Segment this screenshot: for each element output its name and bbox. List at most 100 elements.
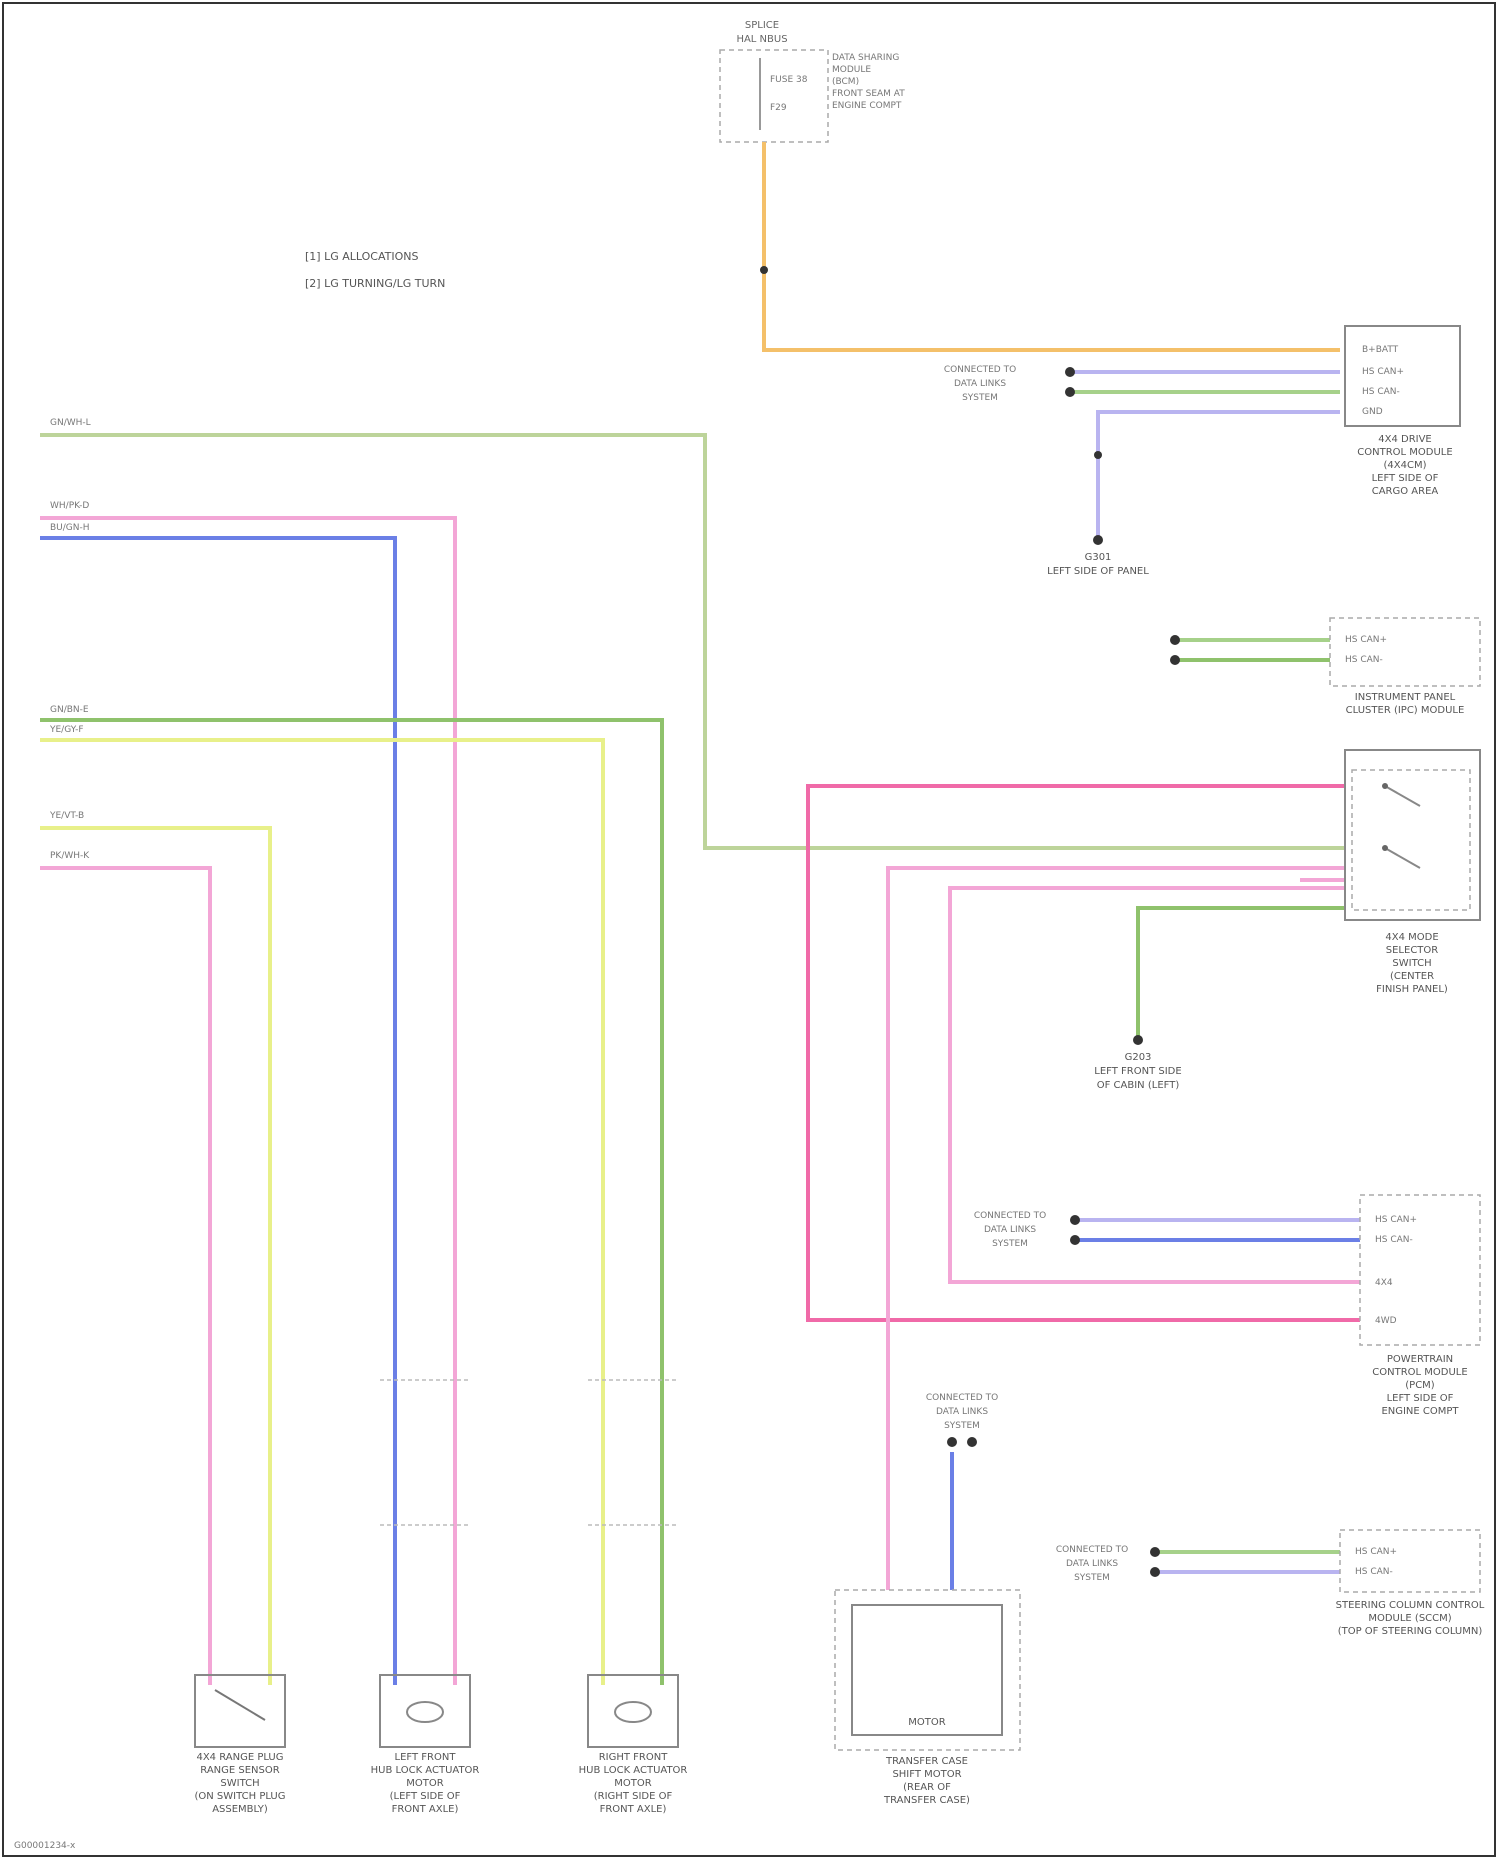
hub-left-cap-3: MOTOR [406, 1778, 443, 1789]
node-tc-can-a [947, 1437, 957, 1447]
can-label-top-1: CONNECTED TO [944, 365, 1016, 375]
ground-1-cap-1: G301 [1085, 552, 1112, 563]
can-label-pcm-1: CONNECTED TO [974, 1211, 1046, 1221]
switch-cap-2: SELECTOR [1386, 945, 1439, 956]
range-cap-2: RANGE SENSOR [200, 1765, 279, 1776]
label-yellow: YE/GY-F [49, 725, 84, 735]
range-cap-1: 4X4 RANGE PLUG [196, 1752, 283, 1763]
can-label-pcm-3: SYSTEM [992, 1239, 1028, 1249]
fuse-block-subtitle: HAL NBUS [736, 34, 787, 45]
hub-left-box [380, 1675, 470, 1747]
ground-2-node [1133, 1035, 1143, 1045]
top-module-cap-2: CONTROL MODULE [1357, 447, 1452, 458]
ipc-cap-1: INSTRUMENT PANEL [1355, 692, 1456, 703]
switch-pivot-2 [1382, 845, 1388, 851]
wire-pink-range [40, 868, 210, 1685]
transfer-case-box [852, 1605, 1002, 1735]
hub-left-cap-1: LEFT FRONT [395, 1752, 457, 1763]
transfer-case-motor: MOTOR TRANSFER CASE SHIFT MOTOR (REAR OF… [835, 1590, 1020, 1806]
switch-cap-1: 4X4 MODE [1385, 932, 1438, 943]
ipc-module-box [1330, 618, 1480, 686]
fuse-caption-4: FRONT SEAM AT [832, 89, 905, 99]
fuse-block: SPLICE HAL NBUS FUSE 38 F29 DATA SHARING… [720, 20, 905, 142]
hub-right-cap-1: RIGHT FRONT [599, 1752, 669, 1763]
range-cap-4: (ON SWITCH PLUG [195, 1791, 286, 1802]
tc-cap-3: (REAR OF [903, 1782, 951, 1793]
can-label-top-3: SYSTEM [962, 393, 998, 403]
sccm-cap-3: (TOP OF STEERING COLUMN) [1338, 1626, 1483, 1637]
can-label-sccm-3: SYSTEM [1074, 1573, 1110, 1583]
node-pcm-can-high [1070, 1215, 1080, 1225]
sccm-module: HS CAN+ HS CAN- STEERING COLUMN CONTROL … [1336, 1530, 1485, 1637]
hub-actuator-right: RIGHT FRONT HUB LOCK ACTUATOR MOTOR (RIG… [579, 1675, 688, 1815]
label-green2: GN/BN-E [50, 705, 89, 715]
legend: [1] LG ALLOCATIONS [2] LG TURNING/LG TUR… [305, 250, 445, 290]
node-ipc-can-high [1170, 635, 1180, 645]
node-sccm-can-high [1150, 1547, 1160, 1557]
switch-pivot-1 [1382, 783, 1388, 789]
range-cap-5: ASSEMBLY) [212, 1804, 268, 1815]
legend-line-1: [1] LG ALLOCATIONS [305, 250, 418, 263]
label-pink2: PK/WH-K [50, 851, 90, 861]
transfer-case-inner: MOTOR [908, 1717, 945, 1728]
fuse-caption-3: (BCM) [832, 77, 859, 87]
fuse-caption-1: DATA SHARING [832, 53, 899, 63]
ipc-pin-1: HS CAN+ [1345, 635, 1387, 645]
label-green: GN/WH-L [50, 418, 91, 428]
top-module-pin-2: HS CAN+ [1362, 367, 1404, 377]
mode-switch-inner [1352, 770, 1470, 910]
node-top-gnd [1094, 451, 1102, 459]
hub-actuator-left: LEFT FRONT HUB LOCK ACTUATOR MOTOR (LEFT… [371, 1675, 480, 1815]
switch-contact-1 [1385, 786, 1420, 806]
wire-ground-top [1098, 412, 1340, 540]
mode-switch-box [1345, 750, 1480, 920]
pcm-module: HS CAN+ HS CAN- 4X4 4WD POWERTRAIN CONTR… [1360, 1195, 1480, 1417]
tc-cap-2: SHIFT MOTOR [892, 1769, 961, 1780]
can-label-tc-2: DATA LINKS [936, 1407, 988, 1417]
sccm-cap-2: MODULE (SCCM) [1368, 1613, 1451, 1624]
ground-2: G203 LEFT FRONT SIDE OF CABIN (LEFT) [1094, 1052, 1181, 1091]
wire-blue-hub-left [40, 538, 395, 1685]
wire-yellow-hub-right [40, 740, 603, 1685]
switch-cap-4: (CENTER [1390, 971, 1434, 982]
sccm-cap-1: STEERING COLUMN CONTROL [1336, 1600, 1485, 1611]
hub-left-cap-2: HUB LOCK ACTUATOR [371, 1765, 480, 1776]
pcm-pin-3: 4X4 [1375, 1278, 1393, 1288]
switch-contact-2 [1385, 848, 1420, 868]
pcm-pin-2: HS CAN- [1375, 1235, 1413, 1245]
pcm-cap-5: ENGINE COMPT [1381, 1406, 1459, 1417]
ground-1-node [1093, 535, 1103, 545]
wire-pink-transfer [888, 868, 1345, 1590]
pcm-cap-1: POWERTRAIN [1387, 1354, 1453, 1365]
ipc-module: HS CAN+ HS CAN- INSTRUMENT PANEL CLUSTER… [1330, 618, 1480, 716]
hub-right-box [588, 1675, 678, 1747]
can-label-tc-1: CONNECTED TO [926, 1393, 998, 1403]
label-blue: BU/GN-H [50, 523, 90, 533]
can-label-top-2: DATA LINKS [954, 379, 1006, 389]
range-cap-3: SWITCH [220, 1778, 259, 1789]
hub-right-cap-5: FRONT AXLE) [600, 1804, 667, 1815]
ground-2-cap-1: G203 [1125, 1052, 1152, 1063]
can-label-sccm-2: DATA LINKS [1066, 1559, 1118, 1569]
fuse-block-title: SPLICE [745, 20, 779, 31]
hub-right-motor-symbol [615, 1702, 651, 1722]
node-top-can-high [1065, 367, 1075, 377]
pcm-pin-1: HS CAN+ [1375, 1215, 1417, 1225]
fuse-pin-a: FUSE 38 [770, 75, 808, 85]
label-yellow2: YE/VT-B [49, 811, 84, 821]
ground-2-cap-3: OF CABIN (LEFT) [1097, 1080, 1180, 1091]
pcm-cap-3: (PCM) [1405, 1380, 1435, 1391]
inline-connectors [380, 1380, 678, 1525]
top-module: B+BATT HS CAN+ HS CAN- GND 4X4 DRIVE CON… [1345, 326, 1460, 497]
top-module-pin-1: B+BATT [1362, 345, 1399, 355]
fuse-caption-2: MODULE [832, 65, 871, 75]
can-label-sccm-1: CONNECTED TO [1056, 1545, 1128, 1555]
fuse-block-outline [720, 50, 828, 142]
can-label-tc-3: SYSTEM [944, 1421, 980, 1431]
tc-cap-4: TRANSFER CASE) [883, 1795, 970, 1806]
connection-nodes [760, 266, 1180, 1577]
hub-left-motor-symbol [407, 1702, 443, 1722]
switch-cap-3: SWITCH [1392, 958, 1431, 969]
label-pink: WH/PK-D [50, 501, 89, 511]
